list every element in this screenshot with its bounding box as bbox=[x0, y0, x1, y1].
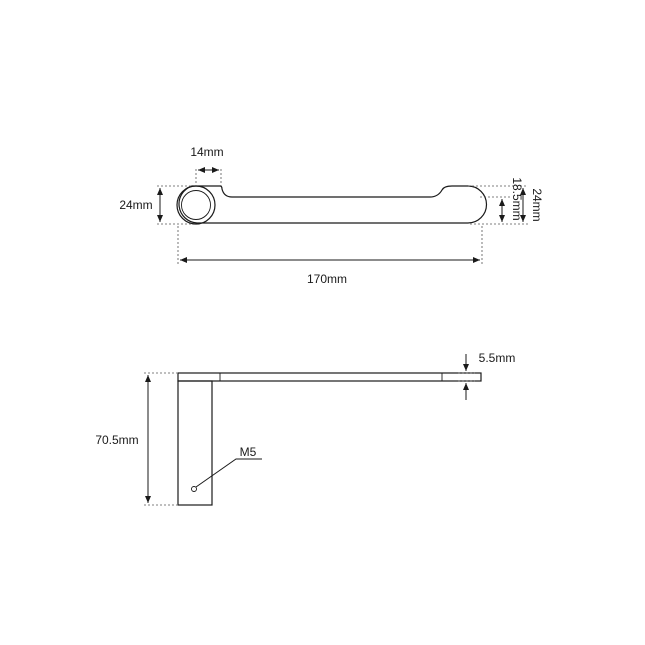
tube-inner-circle bbox=[181, 190, 211, 220]
label-24mm-left: 24mm bbox=[119, 198, 152, 212]
label-5-5mm: 5.5mm bbox=[479, 351, 516, 365]
label-14mm: 14mm bbox=[190, 145, 223, 159]
m5-leader bbox=[195, 458, 262, 488]
side-view-bar bbox=[177, 372, 482, 382]
side-view: 70.5mm 5.5mm M5 bbox=[95, 351, 516, 506]
top-view: 14mm 24mm 170mm 18.5mm 24mm bbox=[119, 145, 544, 286]
tube-outer-circle bbox=[176, 185, 216, 225]
m5-hole bbox=[191, 486, 197, 492]
label-18-5mm: 18.5mm bbox=[510, 177, 524, 220]
side-view-post bbox=[177, 380, 213, 506]
label-m5: M5 bbox=[240, 445, 257, 459]
label-170mm: 170mm bbox=[307, 272, 347, 286]
top-view-outline bbox=[178, 185, 488, 224]
label-24mm-right: 24mm bbox=[530, 188, 544, 221]
label-70-5mm: 70.5mm bbox=[95, 433, 138, 447]
